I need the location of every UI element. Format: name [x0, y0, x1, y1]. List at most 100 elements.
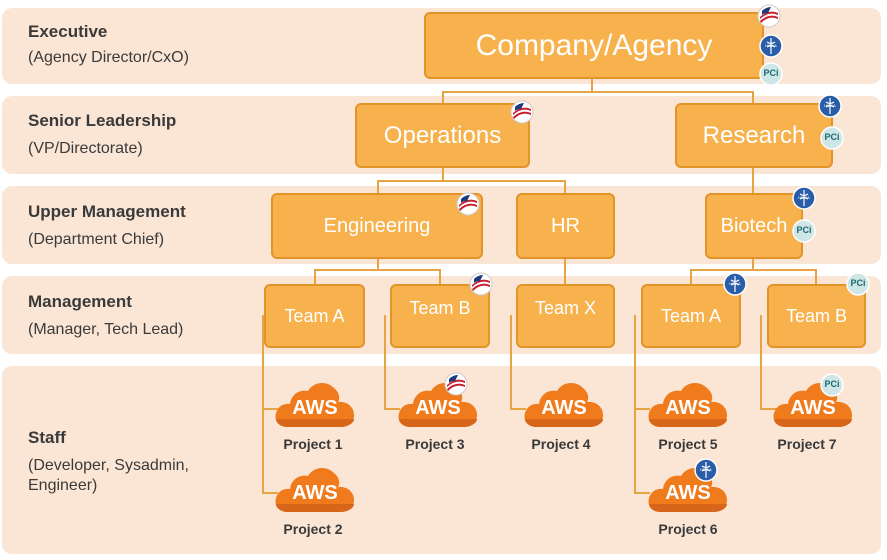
- connector: [384, 408, 400, 410]
- pci-label: PCi: [796, 225, 812, 235]
- aws-label: AWS: [292, 397, 338, 419]
- node-team-b-biotech: Team B: [767, 284, 866, 348]
- pci-label: PCi: [850, 278, 866, 288]
- connector: [510, 315, 512, 410]
- connector: [510, 408, 526, 410]
- connector: [262, 408, 278, 410]
- tier-subtitle-executive: (Agency Director/CxO): [28, 49, 189, 66]
- project-label: Project 5: [658, 436, 718, 452]
- node-label: Team B: [785, 305, 848, 326]
- pci-label: PCi: [824, 132, 840, 142]
- aws-cloud-icon: AWS: [647, 377, 729, 429]
- node-team-x: Team X: [516, 284, 615, 348]
- hipaa-badge-icon: HIPAA: [759, 34, 783, 58]
- connector: [760, 315, 762, 410]
- connector: [314, 269, 316, 285]
- project-label: Project 2: [283, 521, 343, 537]
- project-label: Project 4: [531, 436, 591, 452]
- tier-title-staff: Staff: [28, 428, 66, 447]
- node-team-a-engineering: Team A: [264, 284, 365, 348]
- pci-badge-icon: PCi: [820, 126, 844, 150]
- pci-label: PCi: [824, 379, 840, 389]
- aws-label: AWS: [790, 397, 836, 419]
- hipaa-label: HIPAA: [700, 467, 712, 472]
- node-research: Research: [675, 103, 833, 168]
- aws-label: AWS: [665, 397, 711, 419]
- tier-subtitle-management: (Manager, Tech Lead): [28, 321, 184, 338]
- node-label: Biotech: [720, 214, 788, 237]
- hipaa-badge-icon: HIPAA: [818, 94, 842, 118]
- connector: [439, 269, 441, 285]
- connector: [591, 78, 593, 92]
- connector: [442, 91, 444, 105]
- project-label: Project 1: [283, 436, 343, 452]
- connector: [634, 492, 650, 494]
- connector: [690, 269, 692, 285]
- node-hr: HR: [516, 193, 615, 259]
- tier-title-upper-management: Upper Management: [28, 202, 186, 221]
- aws-cloud-icon: AWS: [523, 377, 605, 429]
- node-label: Research: [702, 121, 806, 149]
- connector: [442, 167, 444, 181]
- connector: [377, 258, 379, 270]
- hipaa-label: HIPAA: [765, 43, 777, 48]
- aws-label: AWS: [415, 397, 461, 419]
- pci-badge-icon: PCi: [846, 272, 870, 296]
- node-team-b-engineering: Team B: [390, 284, 490, 348]
- node-label: Operations: [383, 121, 502, 149]
- node-label: Team A: [284, 305, 345, 326]
- connector: [377, 180, 566, 182]
- node-label: Team B: [409, 298, 471, 318]
- hipaa-label: HIPAA: [824, 103, 836, 108]
- node-label: Engineering: [323, 214, 431, 237]
- pci-badge-icon: PCi: [792, 219, 816, 243]
- connector: [564, 180, 566, 194]
- node-operations: Operations: [355, 103, 530, 168]
- node-company-agency: Company/Agency: [424, 12, 764, 79]
- node-team-a-biotech: Team A: [641, 284, 741, 348]
- node-biotech: Biotech: [705, 193, 803, 259]
- us-flag-badge-icon: [469, 272, 493, 296]
- tier-title-executive: Executive: [28, 22, 108, 41]
- us-flag-badge-icon: [444, 372, 468, 396]
- tier-title-senior-leadership: Senior Leadership: [28, 111, 177, 130]
- tier-subtitle-staff: (Developer, Sysadmin, Engineer): [28, 457, 189, 494]
- project-label: Project 3: [405, 436, 465, 452]
- aws-label: AWS: [665, 482, 711, 504]
- node-label: Team X: [534, 298, 597, 318]
- us-flag-badge-icon: [510, 100, 534, 124]
- node-engineering: Engineering: [271, 193, 483, 259]
- connector: [634, 315, 636, 493]
- node-label: HR: [551, 214, 580, 237]
- tier-subtitle-upper-management: (Department Chief): [28, 231, 165, 248]
- aws-cloud-icon: AWS: [274, 462, 356, 514]
- connector: [752, 91, 754, 105]
- connector: [384, 315, 386, 410]
- us-flag-badge-icon: [757, 4, 781, 28]
- tier-subtitle-senior-leadership: (VP/Directorate): [28, 140, 143, 157]
- pci-label: PCi: [763, 68, 779, 78]
- hipaa-badge-icon: HIPAA: [792, 186, 816, 210]
- aws-label: AWS: [292, 482, 338, 504]
- pci-badge-icon: PCi: [820, 373, 844, 397]
- project-label: Project 7: [777, 436, 837, 452]
- hipaa-label: HIPAA: [729, 281, 741, 286]
- connector: [377, 180, 379, 194]
- connector: [752, 258, 754, 270]
- node-label: Company/Agency: [475, 28, 713, 62]
- pci-badge-icon: PCi: [759, 62, 783, 86]
- hipaa-label: HIPAA: [798, 195, 810, 200]
- connector: [262, 315, 264, 493]
- aws-label: AWS: [541, 397, 587, 419]
- node-label: Team A: [660, 305, 722, 326]
- project-label: Project 6: [658, 521, 718, 537]
- connector: [815, 269, 817, 285]
- hipaa-badge-icon: HIPAA: [723, 272, 747, 296]
- aws-cloud-icon: AWS: [274, 377, 356, 429]
- connector: [564, 258, 566, 285]
- connector: [634, 408, 650, 410]
- connector: [314, 269, 441, 271]
- connector: [442, 91, 754, 93]
- us-flag-badge-icon: [456, 192, 480, 216]
- tier-title-management: Management: [28, 292, 132, 311]
